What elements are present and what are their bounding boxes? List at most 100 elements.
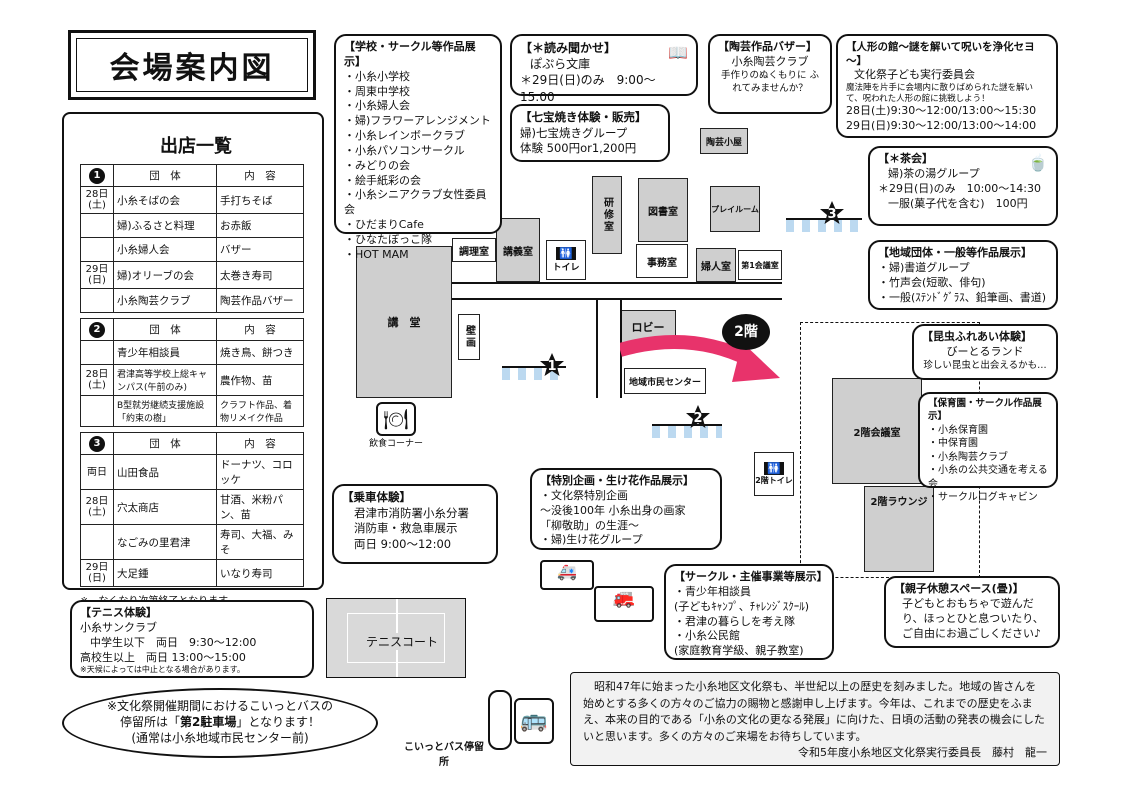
- shop-row: 小糸婦人会バザー: [80, 237, 304, 262]
- tent-area-2: [652, 424, 722, 466]
- section-number: 3: [80, 432, 114, 455]
- tennis-bubble: 【テニス体験】 小糸サンクラブ 中学生以下 両日 9:30～12:00 高校生以…: [70, 600, 314, 678]
- doll-house-bubble: 【人形の館～謎を解いて呪いを浄化セヨ～】 文化祭子ども実行委員会 魔法陣を片手に…: [836, 34, 1058, 138]
- wall-painting: 壁画: [458, 314, 480, 360]
- bus-stop: 🚌 陶芸小屋 こいっとバス停留所: [404, 690, 554, 768]
- bus-stop-sign-icon: [488, 690, 512, 750]
- toilet-1: 🚻トイレ: [546, 240, 586, 280]
- family-bubble: 【親子休憩スペース(畳)】 子どもとおもちゃで遊んだり、ほっとひと息ついたり、ご…: [884, 576, 1060, 648]
- play-room: プレイルーム: [710, 186, 760, 232]
- regional-item: ・婦)書道グループ: [878, 260, 970, 274]
- firetruck-bubble: 【乗車体験】 君津市消防署小糸分署消防車・救急車展示両日 9:00～12:00: [332, 484, 498, 564]
- firetruck-line: 両日 9:00～12:00: [354, 536, 452, 551]
- section-number: 2: [80, 318, 114, 341]
- firetruck-line: 消防車・救急車展示: [354, 521, 458, 536]
- shop-row: 婦)ふるさと料理お赤飯: [80, 213, 304, 238]
- special-item: 「柳敬助」の生涯～: [540, 518, 639, 532]
- shop-row: 青少年相談員焼き鳥、餅つき: [80, 340, 304, 365]
- nursery-item: ・小糸保育園: [928, 424, 988, 436]
- conference-room-2f: 2階会議室: [832, 378, 922, 484]
- insects-bubble: 【昆虫ふれあい体験】 びーとるランド 珍しい昆虫と出会えるかも…: [912, 324, 1058, 380]
- tea-bubble: 【＊茶会】 婦)茶の湯グループ ＊29日(日)のみ 10:00～14:30 一服…: [868, 146, 1058, 226]
- school-exhibit-item: ・周東中学校: [344, 84, 410, 98]
- pottery-bubble: 【陶芸作品バザー】 小糸陶芸クラブ 手作りのぬくもりに ふれてみませんか？: [708, 34, 832, 114]
- shippo-bubble: 【七宝焼き体験・販売】 婦)七宝焼きグループ 体験 500円or1,200円: [510, 104, 670, 162]
- storytelling-bubble: 【＊読み聞かせ】 ぽぷら文庫 ＊29日(日)のみ 9:00～15:00 📖: [510, 34, 698, 104]
- nursery-item: ・中保育園: [928, 438, 978, 450]
- nursery-item: ・小糸の公共交通を考える会: [928, 465, 1048, 490]
- cooking-room: 調理室: [452, 238, 496, 262]
- ambulance-icon: 🚑: [540, 560, 594, 590]
- bus-icon: 🚌: [514, 698, 554, 744]
- shop-row: 29日 (日)大足鍾いなり寿司: [80, 559, 304, 587]
- shop-row: なごみの里君津寿司、大福、みそ: [80, 524, 304, 560]
- circle-item: ・青少年相談員: [674, 584, 751, 598]
- school-exhibit-item: ・みどりの会: [344, 158, 410, 172]
- school-exhibit-item: ・小糸レインボークラブ: [344, 129, 465, 143]
- toilet-2f: 🚻2階トイレ: [754, 452, 794, 496]
- lounge-2f: 2階ラウンジ: [864, 486, 934, 572]
- nursery-item: ・小糸陶芸クラブ: [928, 451, 1008, 463]
- shop-row: 小糸陶芸クラブ陶芸作品バザー: [80, 288, 304, 313]
- study-room: 研修室: [592, 176, 622, 254]
- community-center: 地域市民センター: [624, 368, 706, 394]
- circle-item: (子どもｷｬﾝﾌﾟ、ﾁｬﾚﾝｼﾞｽｸｰﾙ): [674, 599, 810, 613]
- food-corner: 🍽 飲食コーナー: [366, 402, 426, 449]
- title-box: 会場案内図: [68, 30, 316, 100]
- tea-bowl-icon: 🍵: [1028, 153, 1048, 172]
- regional-bubble: 【地域団体・一般等作品展示】 ・婦)書道グループ・竹声会(短歌、俳句)・一般(ｽ…: [868, 240, 1058, 310]
- shop-row: 29日 (日)婦)オリーブの会太巻き寿司: [80, 261, 304, 289]
- shop-row: 28日 (土)穴太商店甘酒、米粉パン、苗: [80, 489, 304, 525]
- school-exhibit-item: ・絵手紙彩の会: [344, 173, 421, 187]
- special-bubble: 【特別企画・生け花作品展示】 ・文化祭特別企画～没後100年 小糸出身の画家「柳…: [530, 468, 722, 550]
- circle-item: ・小糸公民館: [674, 629, 740, 643]
- nursery-item: ・サークルログキャビン: [928, 492, 1038, 504]
- section-number: 1: [80, 164, 114, 187]
- star-marker-3: [820, 201, 844, 224]
- school-exhibit-item: ・小糸シニアクラブ女性委員会: [344, 188, 487, 217]
- special-item: ～没後100年 小糸出身の画家: [540, 503, 686, 517]
- office: 事務室: [636, 244, 688, 278]
- kiln-hut: 陶芸小屋: [700, 128, 748, 154]
- dining-icon: 🍽: [376, 402, 416, 436]
- firetruck-line: 君津市消防署小糸分署: [354, 505, 469, 520]
- tent-area-3: [786, 218, 862, 260]
- chair-message: 昭和47年に始まった小糸地区文化祭も、半世紀以上の歴史を刻みました。地域の皆さん…: [570, 672, 1060, 766]
- school-exhibit-item: ・小糸パソコンサークル: [344, 143, 465, 157]
- circle-item: ・君津の暮らしを考え隊: [674, 614, 795, 628]
- school-exhibit-item: ・ひだまりCafe: [344, 218, 424, 232]
- special-item: ・文化祭特別企画: [540, 488, 628, 502]
- book-icon: 📖: [668, 43, 688, 62]
- school-exhibit-item: ・婦)フラワーアレンジメント: [344, 114, 491, 128]
- lecture-room: 講義室: [496, 218, 540, 282]
- shop-row: 28日 (土)君津高等学校上総キャンパス(午前のみ)農作物、苗: [80, 364, 304, 396]
- school-exhibit-item: ・小糸婦人会: [344, 99, 410, 113]
- bus-notice: ※文化祭開催期間におけるこいっとバスの 停留所は「第2駐車場」となります！ (通…: [62, 688, 378, 758]
- star-marker-2: [686, 405, 710, 428]
- regional-item: ・一般(ｽﾃﾝﾄﾞｸﾞﾗｽ、鉛筆画、書道): [878, 290, 1047, 304]
- shop-list-heading: 出店一覧: [160, 136, 232, 157]
- shop-row: 両日山田食品ドーナツ、コロッケ: [80, 454, 304, 490]
- arrow-to-second-floor: [620, 335, 780, 382]
- school-exhibit-item: ・HOT MAM: [344, 247, 409, 261]
- regional-item: ・竹声会(短歌、俳句): [878, 275, 986, 289]
- special-item: ・婦)生け花グループ: [540, 533, 643, 547]
- school-exhibit-bubble: 【学校・サークル等作品展示】 ・小糸小学校・周東中学校・小糸婦人会・婦)フラワー…: [334, 34, 502, 261]
- school-exhibit-item: ・ひなたぼっこ隊: [344, 232, 432, 246]
- library: 図書室: [638, 178, 688, 242]
- page-title: 会場案内図: [109, 51, 275, 86]
- firetruck-icon: 🚒: [594, 586, 654, 622]
- nursery-bubble: 【保育園・サークル作品展示】 ・小糸保育園・中保育園・小糸陶芸クラブ・小糸の公共…: [918, 392, 1058, 503]
- circle-item: (家庭教育学級、親子教室): [674, 644, 804, 658]
- shop-row: B型就労継続支援施設「約束の樹」クラフト作品、着物リメイク作品: [80, 395, 304, 427]
- floor2-badge: 2階: [722, 314, 770, 350]
- star-marker-1: [540, 353, 564, 376]
- tennis-court: テニスコート: [326, 598, 466, 678]
- school-exhibit-item: ・小糸小学校: [344, 69, 410, 83]
- women-room: 婦人室: [696, 248, 736, 282]
- conference-room-1: 第1会議室: [738, 250, 782, 280]
